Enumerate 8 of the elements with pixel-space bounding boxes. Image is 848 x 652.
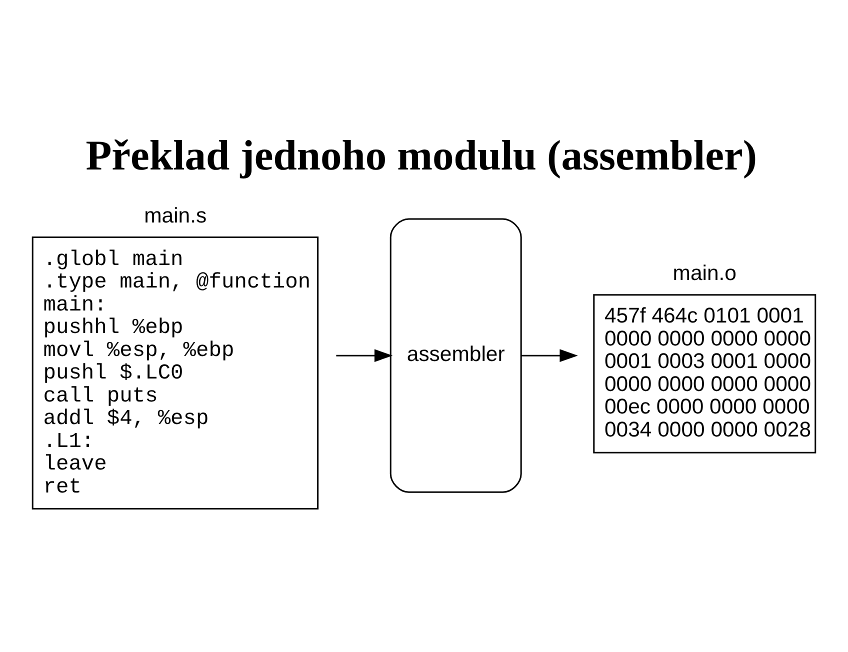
- arrow: [521, 349, 578, 362]
- diagram-title: Překlad jednoho modulu (assembler): [86, 132, 757, 180]
- node-box: assembler: [390, 218, 522, 493]
- node-box: 457f 464c 0101 0001 0000 0000 0000 0000 0001 0003 0001 0000 0000 0000 0000 0000 00ec 0000 0000 0000 0034 0000 0000 0028: [593, 294, 816, 454]
- node-label: main.o: [672, 262, 736, 286]
- arrow: [336, 349, 393, 362]
- node-box: .globl main .type main, @function main: pushhl %ebp movl %esp, %ebp pushl $.LC0 call puts addl $4, %esp .L1: leave ret: [32, 236, 319, 510]
- node-label: main.s: [144, 204, 207, 228]
